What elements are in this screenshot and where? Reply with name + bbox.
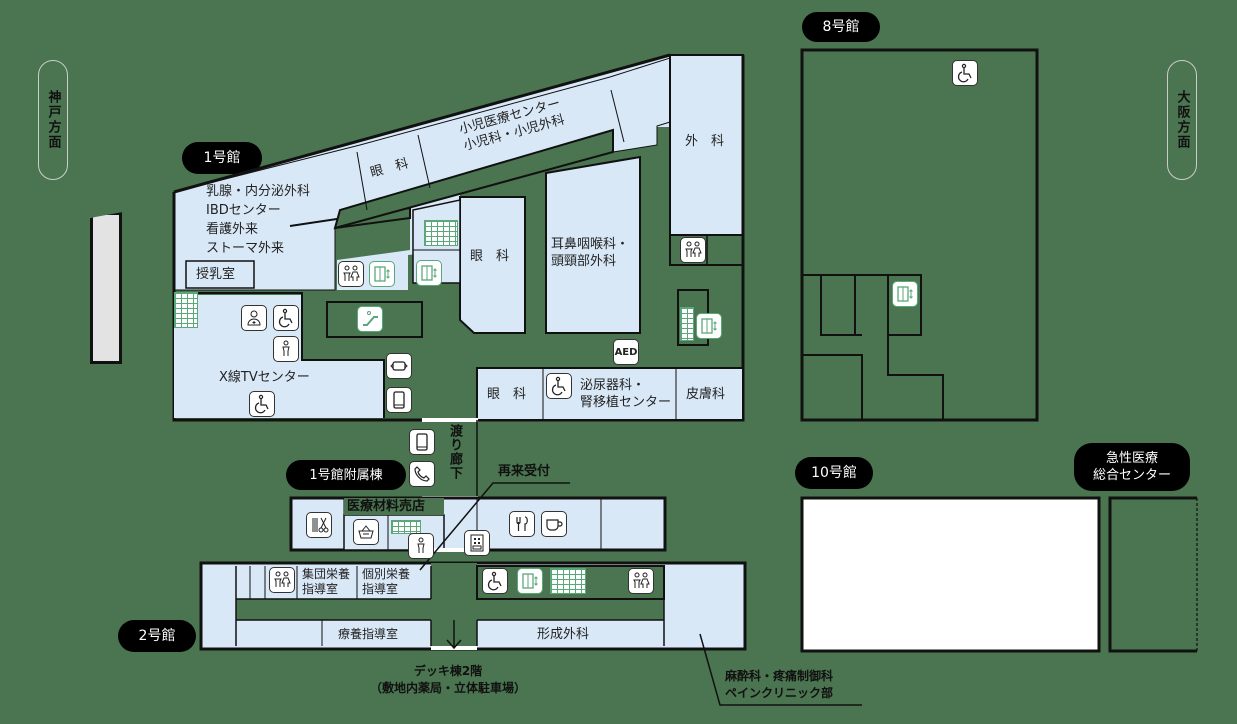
room-urology-line-1: 泌尿器科・: [580, 378, 646, 393]
room-breast-line-4: ストーマ外来: [206, 241, 285, 256]
label-anesthesia-line-2: ペインクリニック部: [725, 686, 834, 700]
room-ent-line-1: 耳鼻咽喉科・: [551, 237, 630, 252]
aed-label: AED: [614, 346, 638, 358]
room-individual-nutrition: 個別栄養 指導室: [362, 567, 410, 597]
room-ophthalmology-bottom: 眼 科: [487, 387, 527, 402]
room-individual-nutrition-line-2: 指導室: [362, 582, 399, 596]
label-deck-line-2: （敷地内薬局・立体駐車場）: [370, 681, 527, 695]
baby-changing-icon[interactable]: [273, 336, 299, 362]
wheelchair-icon[interactable]: [249, 391, 275, 417]
building-label-emergency: 急性医療 総合センター: [1074, 443, 1190, 491]
elevator-icon[interactable]: [517, 568, 543, 594]
aed-icon[interactable]: AED: [613, 339, 639, 365]
room-urology-line-2: 腎移植センター: [580, 395, 672, 410]
elevator-icon[interactable]: [696, 313, 722, 339]
wheelchair-icon[interactable]: [273, 305, 299, 331]
label-anesthesia: 麻酔科・疼痛制御科 ペインクリニック部: [725, 668, 833, 702]
phone-icon[interactable]: [409, 461, 435, 487]
building-emergency-text: 急性医療 総合センター: [1092, 451, 1171, 483]
room-nursing: 授乳室: [196, 267, 236, 282]
room-ent: 耳鼻咽喉科・ 頭頸部外科: [551, 236, 629, 270]
wheelchair-icon[interactable]: [482, 568, 508, 594]
room-breast-line-3: 看護外来: [206, 222, 259, 237]
restroom-female-icon[interactable]: [408, 533, 434, 559]
room-ent-line-2: 頭頸部外科: [551, 254, 617, 269]
stairs-icon[interactable]: [424, 220, 458, 246]
label-corridor: 渡り廊下: [447, 424, 462, 480]
room-therapy-guidance: 療養指導室: [338, 627, 399, 641]
building-8-text: 8号館: [822, 18, 860, 35]
room-group-nutrition-line-1: 集団栄養: [302, 567, 351, 581]
wheelchair-icon[interactable]: [546, 373, 572, 399]
direction-osaka: 大阪方面: [1167, 60, 1197, 180]
room-plastic-surgery: 形成外科: [537, 627, 590, 642]
stairs-icon[interactable]: [391, 520, 421, 534]
cafe-icon[interactable]: [541, 511, 567, 537]
building-1-annex-text: 1号館附属棟: [309, 467, 383, 483]
building-label-1: 1号館: [182, 142, 262, 174]
direction-kobe-label: 神戸方面: [45, 90, 61, 150]
restroom-icon[interactable]: [269, 567, 295, 593]
building-label-1-annex: 1号館附属棟: [286, 460, 406, 490]
elevator-icon[interactable]: [416, 260, 442, 286]
stairs-icon[interactable]: [680, 307, 694, 341]
room-individual-nutrition-line-1: 個別栄養: [362, 567, 411, 581]
building-2-text: 2号館: [138, 627, 176, 644]
room-dermatology: 皮膚科: [686, 387, 726, 402]
room-xray-tv: X線TVセンター: [219, 370, 310, 385]
label-reception: 再来受付: [498, 464, 551, 479]
restaurant-icon[interactable]: [509, 511, 535, 537]
room-urology: 泌尿器科・ 腎移植センター: [580, 377, 671, 411]
shop-basket-icon[interactable]: [353, 519, 379, 545]
elevator-icon[interactable]: [892, 281, 918, 307]
building-1-text: 1号館: [203, 149, 241, 166]
restroom-icon[interactable]: [338, 261, 364, 287]
room-breast-line-1: 乳腺・内分泌外科: [206, 184, 311, 199]
building-10-text: 10号館: [811, 464, 857, 481]
stairs-icon[interactable]: [174, 292, 198, 328]
direction-osaka-label: 大阪方面: [1174, 90, 1190, 150]
direction-kobe: 神戸方面: [38, 60, 68, 180]
room-group-nutrition-line-2: 指導室: [302, 582, 339, 596]
building-label-10: 10号館: [795, 457, 873, 489]
barber-icon[interactable]: [306, 512, 332, 538]
label-deck: デッキ棟2階 （敷地内薬局・立体駐車場）: [370, 663, 526, 697]
room-group-nutrition: 集団栄養 指導室: [302, 567, 350, 597]
external-structure: [90, 212, 122, 364]
wheelchair-icon[interactable]: [952, 60, 978, 86]
stairs-icon[interactable]: [550, 568, 586, 594]
room-breast-endocrine: 乳腺・内分泌外科 IBDセンター 看護外来 ストーマ外来: [206, 182, 310, 258]
nurse-icon[interactable]: [241, 305, 267, 331]
building-label-8: 8号館: [802, 12, 880, 42]
mobile-icon[interactable]: [386, 387, 412, 413]
label-anesthesia-line-1: 麻酔科・疼痛制御科: [725, 669, 834, 683]
mobile-icon[interactable]: [409, 429, 435, 455]
label-deck-line-1: デッキ棟2階: [413, 664, 483, 678]
room-ophthalmology-mid: 眼 科: [470, 249, 510, 264]
escalator-icon[interactable]: [357, 306, 383, 332]
atm-icon[interactable]: [464, 530, 490, 556]
mask-vending-icon[interactable]: [386, 353, 412, 379]
building-label-2: 2号館: [118, 620, 196, 652]
restroom-icon[interactable]: [680, 237, 706, 263]
room-surgery: 外 科: [685, 134, 725, 149]
restroom-icon[interactable]: [628, 568, 654, 594]
room-medical-shop: 医療材料売店: [347, 499, 426, 514]
room-breast-line-2: IBDセンター: [206, 203, 281, 218]
elevator-icon[interactable]: [369, 261, 395, 287]
